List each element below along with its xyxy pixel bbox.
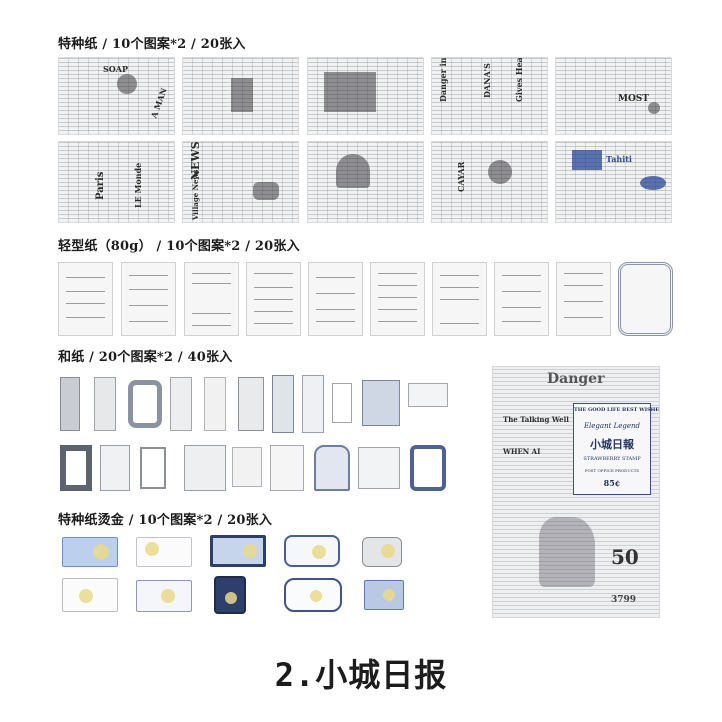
light-paper-card <box>184 262 239 336</box>
light-paper-card <box>121 262 176 336</box>
special-paper-sheet <box>182 57 299 135</box>
washi-sticker <box>362 380 400 426</box>
light-paper-card <box>494 262 549 336</box>
light-paper-card <box>58 262 113 336</box>
special-paper-sheet: NEWS Village News <box>182 141 299 223</box>
special-paper-sheet: SOAP A MAN <box>58 57 175 135</box>
sheet-label: CAYAR <box>456 161 466 192</box>
washi-sticker <box>238 377 264 431</box>
washi-sticker <box>94 377 116 431</box>
sheet-label: Gives Health <box>514 57 524 102</box>
washi-sticker <box>314 445 350 491</box>
washi-sticker <box>270 445 304 491</box>
washi-sticker <box>358 447 400 489</box>
washi-sticker <box>332 383 352 423</box>
box-stamp: STRAWBERRY STAMP <box>583 456 641 462</box>
washi-sticker <box>100 445 130 491</box>
special-paper-sheet: CAYAR <box>431 141 548 223</box>
sheet-headline: Danger <box>547 371 605 387</box>
foil-sticker <box>62 578 118 612</box>
product-title: 2.小城日报 <box>274 656 448 694</box>
box-title: THE GOOD LIFE BEST WISHES <box>574 407 660 413</box>
washi-sticker <box>204 377 226 431</box>
light-paper-card <box>246 262 301 336</box>
foil-sticker <box>210 535 266 567</box>
sheet-label: DANA'S <box>482 63 492 98</box>
light-paper-card <box>432 262 487 336</box>
washi-sticker <box>302 375 324 433</box>
sheet-label: Paris <box>95 171 106 200</box>
foil-sticker <box>136 580 192 612</box>
sheet-label: Tahiti <box>606 154 632 164</box>
washi-sticker <box>128 380 162 428</box>
sheet-label: SOAP <box>103 64 128 74</box>
washi-sticker <box>408 383 448 407</box>
foil-sticker <box>364 580 404 610</box>
washi-sticker <box>140 447 166 489</box>
foil-sticker <box>62 537 118 567</box>
foil-sticker <box>136 537 192 567</box>
sheet-label: Danger in the Spring <box>438 58 448 102</box>
foil-sticker <box>362 537 402 567</box>
section-heading-foil-paper: 特种纸烫金 / 10个图案*2 / 20张入 <box>58 513 273 528</box>
special-paper-sheet: Danger in the Spring DANA'S Gives Health <box>431 57 548 135</box>
section-heading-special-paper: 特种纸 / 10个图案*2 / 20张入 <box>58 37 246 52</box>
special-paper-sheet <box>307 57 424 135</box>
light-paper-card <box>370 262 425 336</box>
sample-newspaper-sheet: Danger The Talking Well WHEN AI THE GOOD… <box>492 366 660 618</box>
section-heading-washi: 和纸 / 20个图案*2 / 40张入 <box>58 350 233 365</box>
box-cn: 小城日報 <box>590 438 634 451</box>
light-paper-card <box>618 262 673 336</box>
washi-sticker <box>184 445 226 491</box>
box-price: 85¢ <box>603 478 621 488</box>
box-office: POST OFFICE PRODUCTS <box>584 468 640 473</box>
foil-sticker <box>284 578 342 612</box>
special-paper-sheet: Tahiti <box>555 141 672 223</box>
washi-sticker <box>410 445 446 491</box>
sheet-ticket-serial: 3799 <box>611 595 637 605</box>
light-paper-card <box>308 262 363 336</box>
sheet-label: LE Monde <box>133 162 143 208</box>
special-paper-sheet: Paris LE Monde <box>58 141 175 223</box>
washi-sticker <box>170 377 192 431</box>
sheet-label: Village News <box>191 169 200 220</box>
section-heading-light-paper: 轻型纸（80g） / 10个图案*2 / 20张入 <box>58 239 300 254</box>
sheet-ticket-number: 50 <box>611 545 639 569</box>
washi-sticker <box>232 447 262 487</box>
special-paper-sheet <box>307 141 424 223</box>
washi-sticker <box>272 375 294 433</box>
foil-sticker <box>284 535 340 567</box>
box-script: Elegant Legend <box>583 422 641 430</box>
sheet-feature-box: THE GOOD LIFE BEST WISHES Elegant Legend… <box>573 403 660 495</box>
sheet-label: MOST <box>618 94 649 104</box>
light-paper-card <box>556 262 611 336</box>
foil-sticker <box>214 576 246 614</box>
washi-sticker <box>60 445 92 491</box>
special-paper-sheet: MOST <box>555 57 672 135</box>
sheet-when: WHEN AI <box>503 447 541 456</box>
sheet-subheadline: The Talking Well <box>503 415 569 424</box>
washi-sticker <box>60 377 80 431</box>
